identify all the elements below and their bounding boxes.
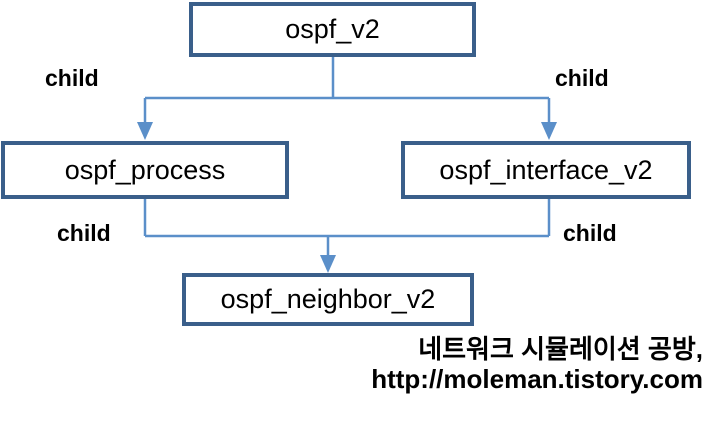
edge-label-child-top-right: child (555, 65, 609, 91)
watermark-title: 네트워크 시뮬레이션 공방, (418, 334, 703, 364)
node-ospf-interface-v2[interactable]: ospf_interface_v2 (401, 141, 691, 199)
node-ospf-neighbor-v2[interactable]: ospf_neighbor_v2 (182, 273, 474, 326)
edge-label-child-top-left: child (45, 65, 99, 91)
edge-label-child-bottom-left: child (57, 220, 111, 246)
arrowhead-to-interface (541, 122, 557, 140)
edge-label-child-bottom-right: child (563, 220, 617, 246)
watermark-url: http://moleman.tistory.com (371, 364, 703, 395)
node-ospf-process[interactable]: ospf_process (1, 141, 289, 199)
arrowhead-to-process (137, 122, 153, 140)
node-ospf-v2[interactable]: ospf_v2 (189, 2, 476, 57)
arrowhead-to-neighbor (320, 255, 336, 273)
watermark: 네트워크 시뮬레이션 공방, http://moleman.tistory.co… (0, 334, 703, 394)
